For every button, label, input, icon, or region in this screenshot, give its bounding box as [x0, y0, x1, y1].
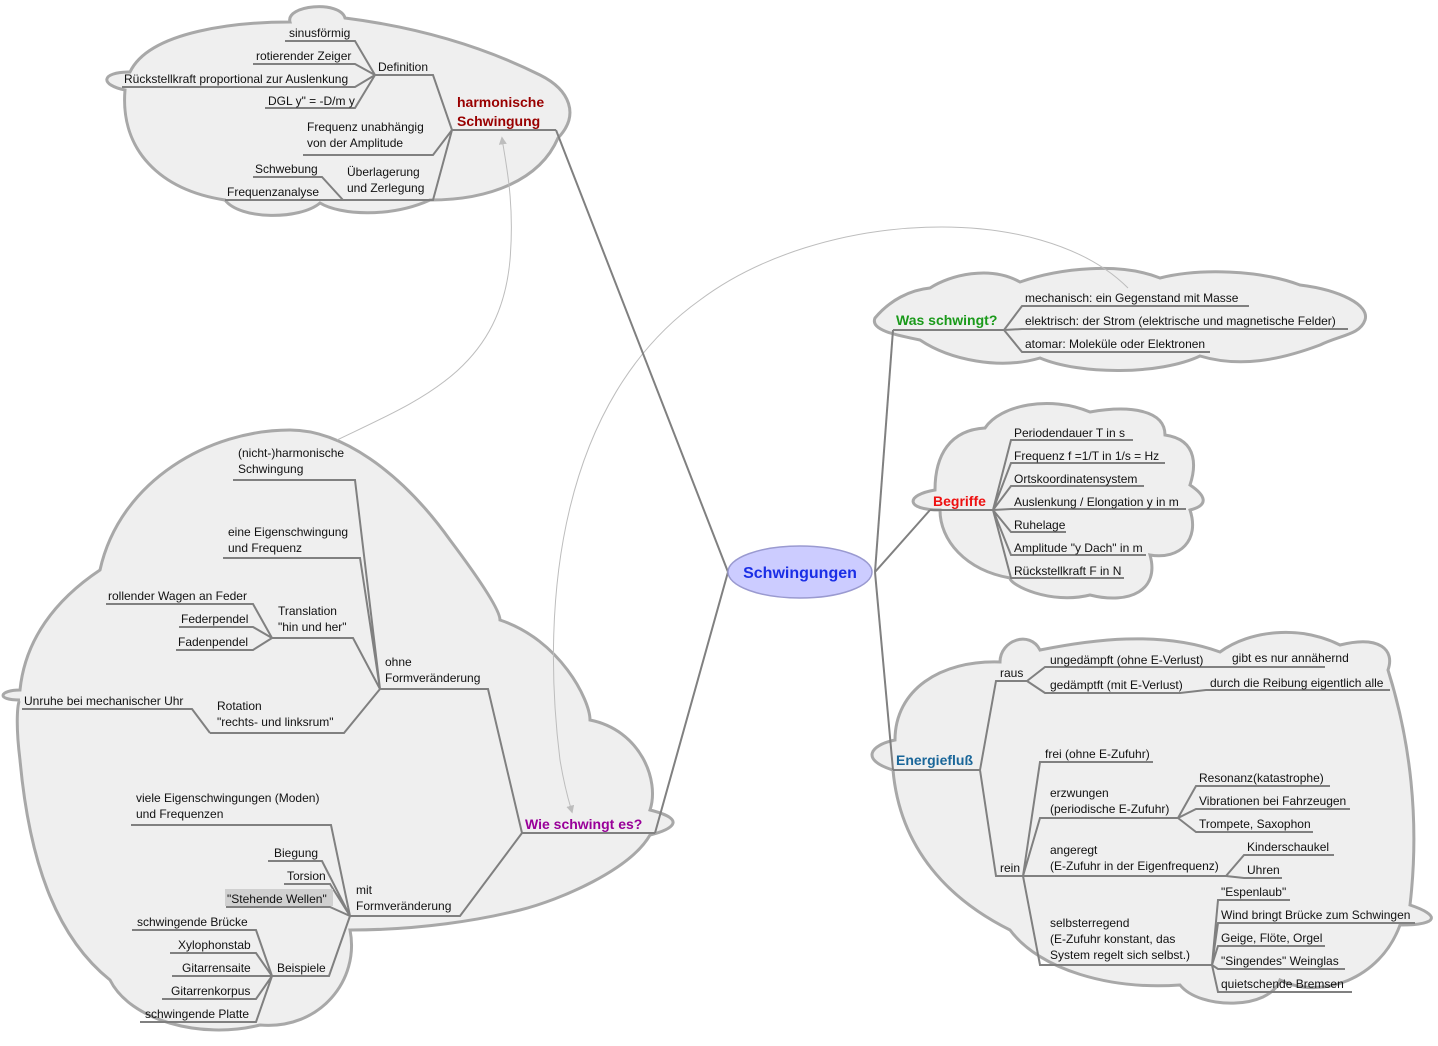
rotation-2: "rechts- und linksrum": [217, 715, 334, 729]
translation-1: Translation: [278, 604, 337, 618]
translation-federpendel: Federpendel: [181, 612, 248, 626]
harmonisch-label-1: harmonische: [457, 94, 544, 110]
frequenz-unabhaengig-2: von der Amplitude: [307, 136, 403, 150]
begriff-auslenkung: Auslenkung / Elongation y in m: [1014, 495, 1179, 509]
ohne-formveraenderung-1: ohne: [385, 655, 412, 669]
was-atomar: atomar: Moleküle oder Elektronen: [1025, 337, 1205, 351]
node-definition[interactable]: Definition: [378, 60, 428, 74]
nicht-harmonisch-2: Schwingung: [238, 462, 303, 476]
begriff-periodendauer: Periodendauer T in s: [1014, 426, 1125, 440]
svg-text:Was schwingt?: Was schwingt?: [896, 312, 997, 328]
root-node[interactable]: Schwingungen: [727, 545, 873, 599]
angeregt-uhren: Uhren: [1247, 863, 1280, 877]
edge-root-begriffe: [874, 509, 931, 573]
ohne-formveraenderung-2: Formveränderung: [385, 671, 480, 685]
selbst-geige: Geige, Flöte, Orgel: [1221, 931, 1322, 945]
energie-rein: rein: [1000, 861, 1020, 875]
selbst-wind-bruecke: Wind bringt Brücke zum Schwingen: [1221, 908, 1410, 922]
erzwungen-trompete: Trompete, Saxophon: [1199, 817, 1311, 831]
erzwungen-resonanz: Resonanz(katastrophe): [1199, 771, 1324, 785]
svg-text:Begriffe: Begriffe: [933, 493, 986, 509]
frequenz-unabhaengig-1: Frequenz unabhängig: [307, 120, 424, 134]
raus-ungedaempft-note: gibt es nur annähernd: [1232, 651, 1349, 665]
def-sinusfoermig: sinusförmig: [289, 26, 350, 40]
translation-fadenpendel: Fadenpendel: [178, 635, 248, 649]
cloud-begriffe: [911, 401, 1205, 600]
rotation-unruhe: Unruhe bei mechanischer Uhr: [24, 694, 183, 708]
raus-gedaempft-note: durch die Reibung eigentlich alle: [1210, 676, 1384, 690]
viele-eigenschwingungen-2: und Frequenzen: [136, 807, 223, 821]
translation-2: "hin und her": [278, 620, 347, 634]
def-rueckstellkraft: Rückstellkraft proportional zur Auslenku…: [124, 72, 348, 86]
typ-stehende-wellen[interactable]: "Stehende Wellen": [227, 892, 327, 906]
begriff-amplitude: Amplitude "y Dach" in m: [1014, 541, 1143, 555]
frequenzanalyse: Frequenzanalyse: [227, 185, 319, 199]
erzwungen-vibrationen: Vibrationen bei Fahrzeugen: [1199, 794, 1346, 808]
root-label: Schwingungen: [743, 565, 857, 582]
harmonisch-label-2: Schwingung: [457, 113, 540, 129]
rein-selbst-3: System regelt sich selbst.): [1050, 948, 1190, 962]
edge-root-was: [874, 329, 894, 573]
stehende-wellen-highlight: [225, 889, 333, 906]
cloud-was: [872, 267, 1367, 372]
begriff-ortskoordinaten: Ortskoordinatensystem: [1014, 472, 1137, 486]
link-nicht-harmonisch-to-harmonisch: [336, 136, 512, 441]
viele-eigenschwingungen-1: viele Eigenschwingungen (Moden): [136, 791, 319, 805]
beispiel-gitarrensaite: Gitarrensaite: [182, 961, 251, 975]
nicht-harmonisch-1: (nicht-)harmonische: [238, 446, 344, 460]
rein-frei: frei (ohne E-Zufuhr): [1045, 747, 1150, 761]
edge-root-energie: [874, 571, 894, 771]
was-elektrisch: elektrisch: der Strom (elektrische und m…: [1025, 314, 1336, 328]
ueberlagerung-1: Überlagerung: [347, 165, 420, 179]
mit-formveraenderung-1: mit: [356, 883, 373, 897]
typ-biegung: Biegung: [274, 846, 318, 860]
branch-harmonisch[interactable]: harmonische Schwingung: [452, 94, 556, 131]
selbst-weinglas: "Singendes" Weinglas: [1221, 954, 1339, 968]
cloud-harmonisch: [105, 5, 572, 217]
rein-angeregt-1: angeregt: [1050, 843, 1098, 857]
schwebung: Schwebung: [255, 162, 318, 176]
translation-wagen: rollender Wagen an Feder: [108, 589, 247, 603]
rein-angeregt-2: (E-Zufuhr in der Eigenfrequenz): [1050, 859, 1219, 873]
def-dgl: DGL y" = -D/m y: [268, 94, 355, 108]
rein-selbst-2: (E-Zufuhr konstant, das: [1050, 932, 1175, 946]
beispiel-bruecke: schwingende Brücke: [137, 915, 248, 929]
energie-raus: raus: [1000, 666, 1023, 680]
begriff-frequenz: Frequenz f =1/T in 1/s = Hz: [1014, 449, 1159, 463]
branch-begriffe[interactable]: Begriffe: [930, 493, 993, 511]
svg-text:Definition: Definition: [378, 60, 428, 74]
selbst-espenlaub: "Espenlaub": [1221, 885, 1286, 899]
edge-root-wie: [654, 571, 729, 834]
beispiel-platte: schwingende Platte: [145, 1007, 249, 1021]
link-mechanisch-to-wie: [552, 226, 1129, 814]
angeregt-kinderschaukel: Kinderschaukel: [1247, 840, 1329, 854]
rein-erzwungen-2: (periodische E-Zufuhr): [1050, 802, 1169, 816]
branch-wie-schwingt-es[interactable]: Wie schwingt es?: [522, 816, 655, 834]
rotation-1: Rotation: [217, 699, 262, 713]
beispiel-xylophonstab: Xylophonstab: [178, 938, 251, 952]
mit-formveraenderung-2: Formveränderung: [356, 899, 451, 913]
selbst-bremsen: quietschende Bremsen: [1221, 977, 1344, 991]
branch-was-schwingt[interactable]: Was schwingt?: [893, 312, 1004, 331]
svg-text:Wie schwingt es?: Wie schwingt es?: [525, 816, 642, 832]
typ-torsion: Torsion: [287, 869, 326, 883]
cloud-wie: [1, 428, 675, 1032]
begriff-ruhelage: Ruhelage: [1014, 518, 1066, 532]
raus-gedaempft: gedämptft (mit E-Verlust): [1050, 678, 1183, 692]
raus-ungedaempft: ungedämpft (ohne E-Verlust): [1050, 653, 1203, 667]
ueberlagerung-2: und Zerlegung: [347, 181, 424, 195]
rein-erzwungen-1: erzwungen: [1050, 786, 1109, 800]
rein-selbst-1: selbsterregend: [1050, 916, 1129, 930]
branch-energiefluss[interactable]: Energiefluß: [893, 752, 980, 771]
beispiel-gitarrenkorpus: Gitarrenkorpus: [171, 984, 250, 998]
begriff-rueckstellkraft: Rückstellkraft F in N: [1014, 564, 1121, 578]
eigenschwingung-1: eine Eigenschwingung: [228, 525, 348, 539]
beispiele-label: Beispiele: [277, 961, 326, 975]
def-rotierender-zeiger: rotierender Zeiger: [256, 49, 351, 63]
was-mechanisch: mechanisch: ein Gegenstand mit Masse: [1025, 291, 1239, 305]
eigenschwingung-2: und Frequenz: [228, 541, 302, 555]
svg-text:Energiefluß: Energiefluß: [896, 752, 973, 768]
edge-root-harmonisch: [555, 129, 729, 573]
